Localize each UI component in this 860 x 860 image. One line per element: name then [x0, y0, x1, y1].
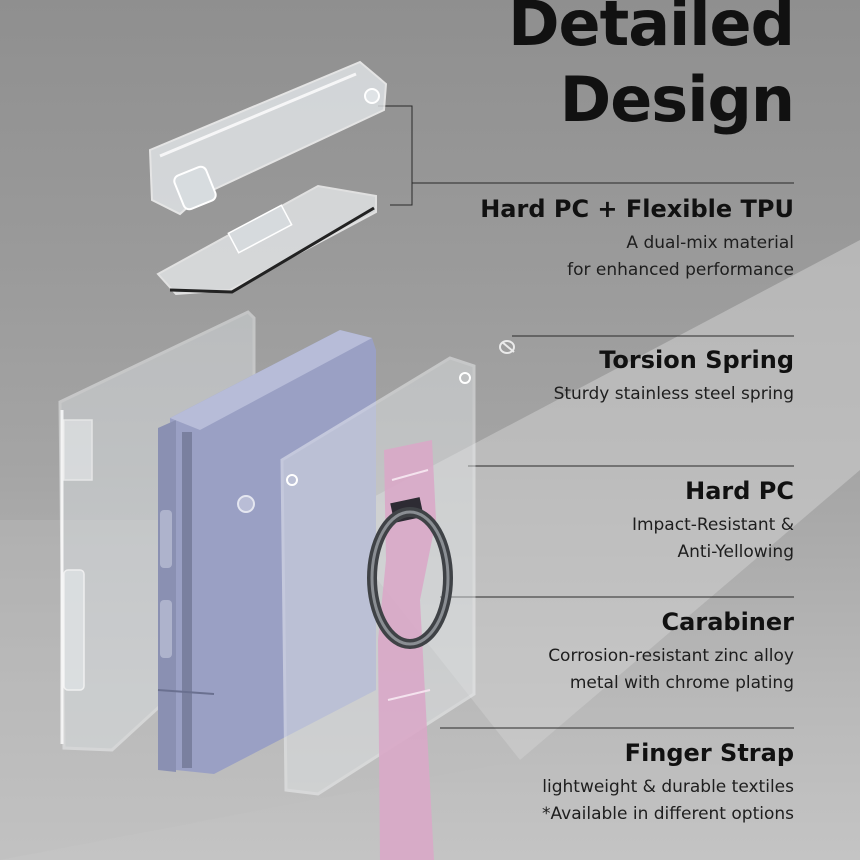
- feature-line: Impact-Resistant &: [631, 515, 794, 535]
- feature-description: A dual-mix material for enhanced perform…: [434, 230, 794, 284]
- feature-line: Sturdy stainless steel spring: [553, 384, 794, 404]
- feature-heading: Carabiner: [661, 608, 794, 636]
- feature-line: for enhanced performance: [567, 260, 794, 280]
- feature-description: lightweight & durable textiles *Availabl…: [434, 774, 794, 828]
- feature-heading: Hard PC + Flexible TPU: [480, 195, 794, 223]
- phone-device: [157, 330, 376, 774]
- feature-line: *Available in different options: [542, 804, 794, 824]
- feature-description: Impact-Resistant & Anti-Yellowing: [434, 512, 794, 566]
- feature-hard-pc-tpu: Hard PC + Flexible TPU A dual-mix materi…: [434, 194, 794, 284]
- feature-description: Sturdy stainless steel spring: [434, 381, 794, 408]
- feature-heading: Finger Strap: [624, 739, 794, 767]
- feature-finger-strap: Finger Strap lightweight & durable texti…: [434, 738, 794, 828]
- page-title: Detailed Design: [508, 0, 795, 138]
- hinge-cover-bottom: [156, 184, 377, 296]
- feature-line: Corrosion-resistant zinc alloy: [548, 646, 794, 666]
- title-line-1: Detailed: [508, 0, 795, 60]
- title-line-2: Design: [559, 63, 795, 136]
- feature-heading: Hard PC: [685, 477, 794, 505]
- hinge-cover-top: [148, 60, 388, 216]
- feature-carabiner: Carabiner Corrosion-resistant zinc alloy…: [434, 607, 794, 697]
- feature-hard-pc: Hard PC Impact-Resistant & Anti-Yellowin…: [434, 476, 794, 566]
- carabiner-ring: [367, 507, 453, 649]
- callout-leaders: [378, 105, 794, 729]
- feature-line: Anti-Yellowing: [677, 542, 794, 562]
- feature-line: lightweight & durable textiles: [542, 777, 794, 797]
- torsion-spring-part: [499, 340, 515, 354]
- feature-heading: Torsion Spring: [599, 346, 794, 374]
- feature-line: metal with chrome plating: [569, 673, 794, 693]
- feature-torsion-spring: Torsion Spring Sturdy stainless steel sp…: [434, 345, 794, 408]
- feature-description: Corrosion-resistant zinc alloy metal wit…: [434, 643, 794, 697]
- feature-line: A dual-mix material: [626, 233, 794, 253]
